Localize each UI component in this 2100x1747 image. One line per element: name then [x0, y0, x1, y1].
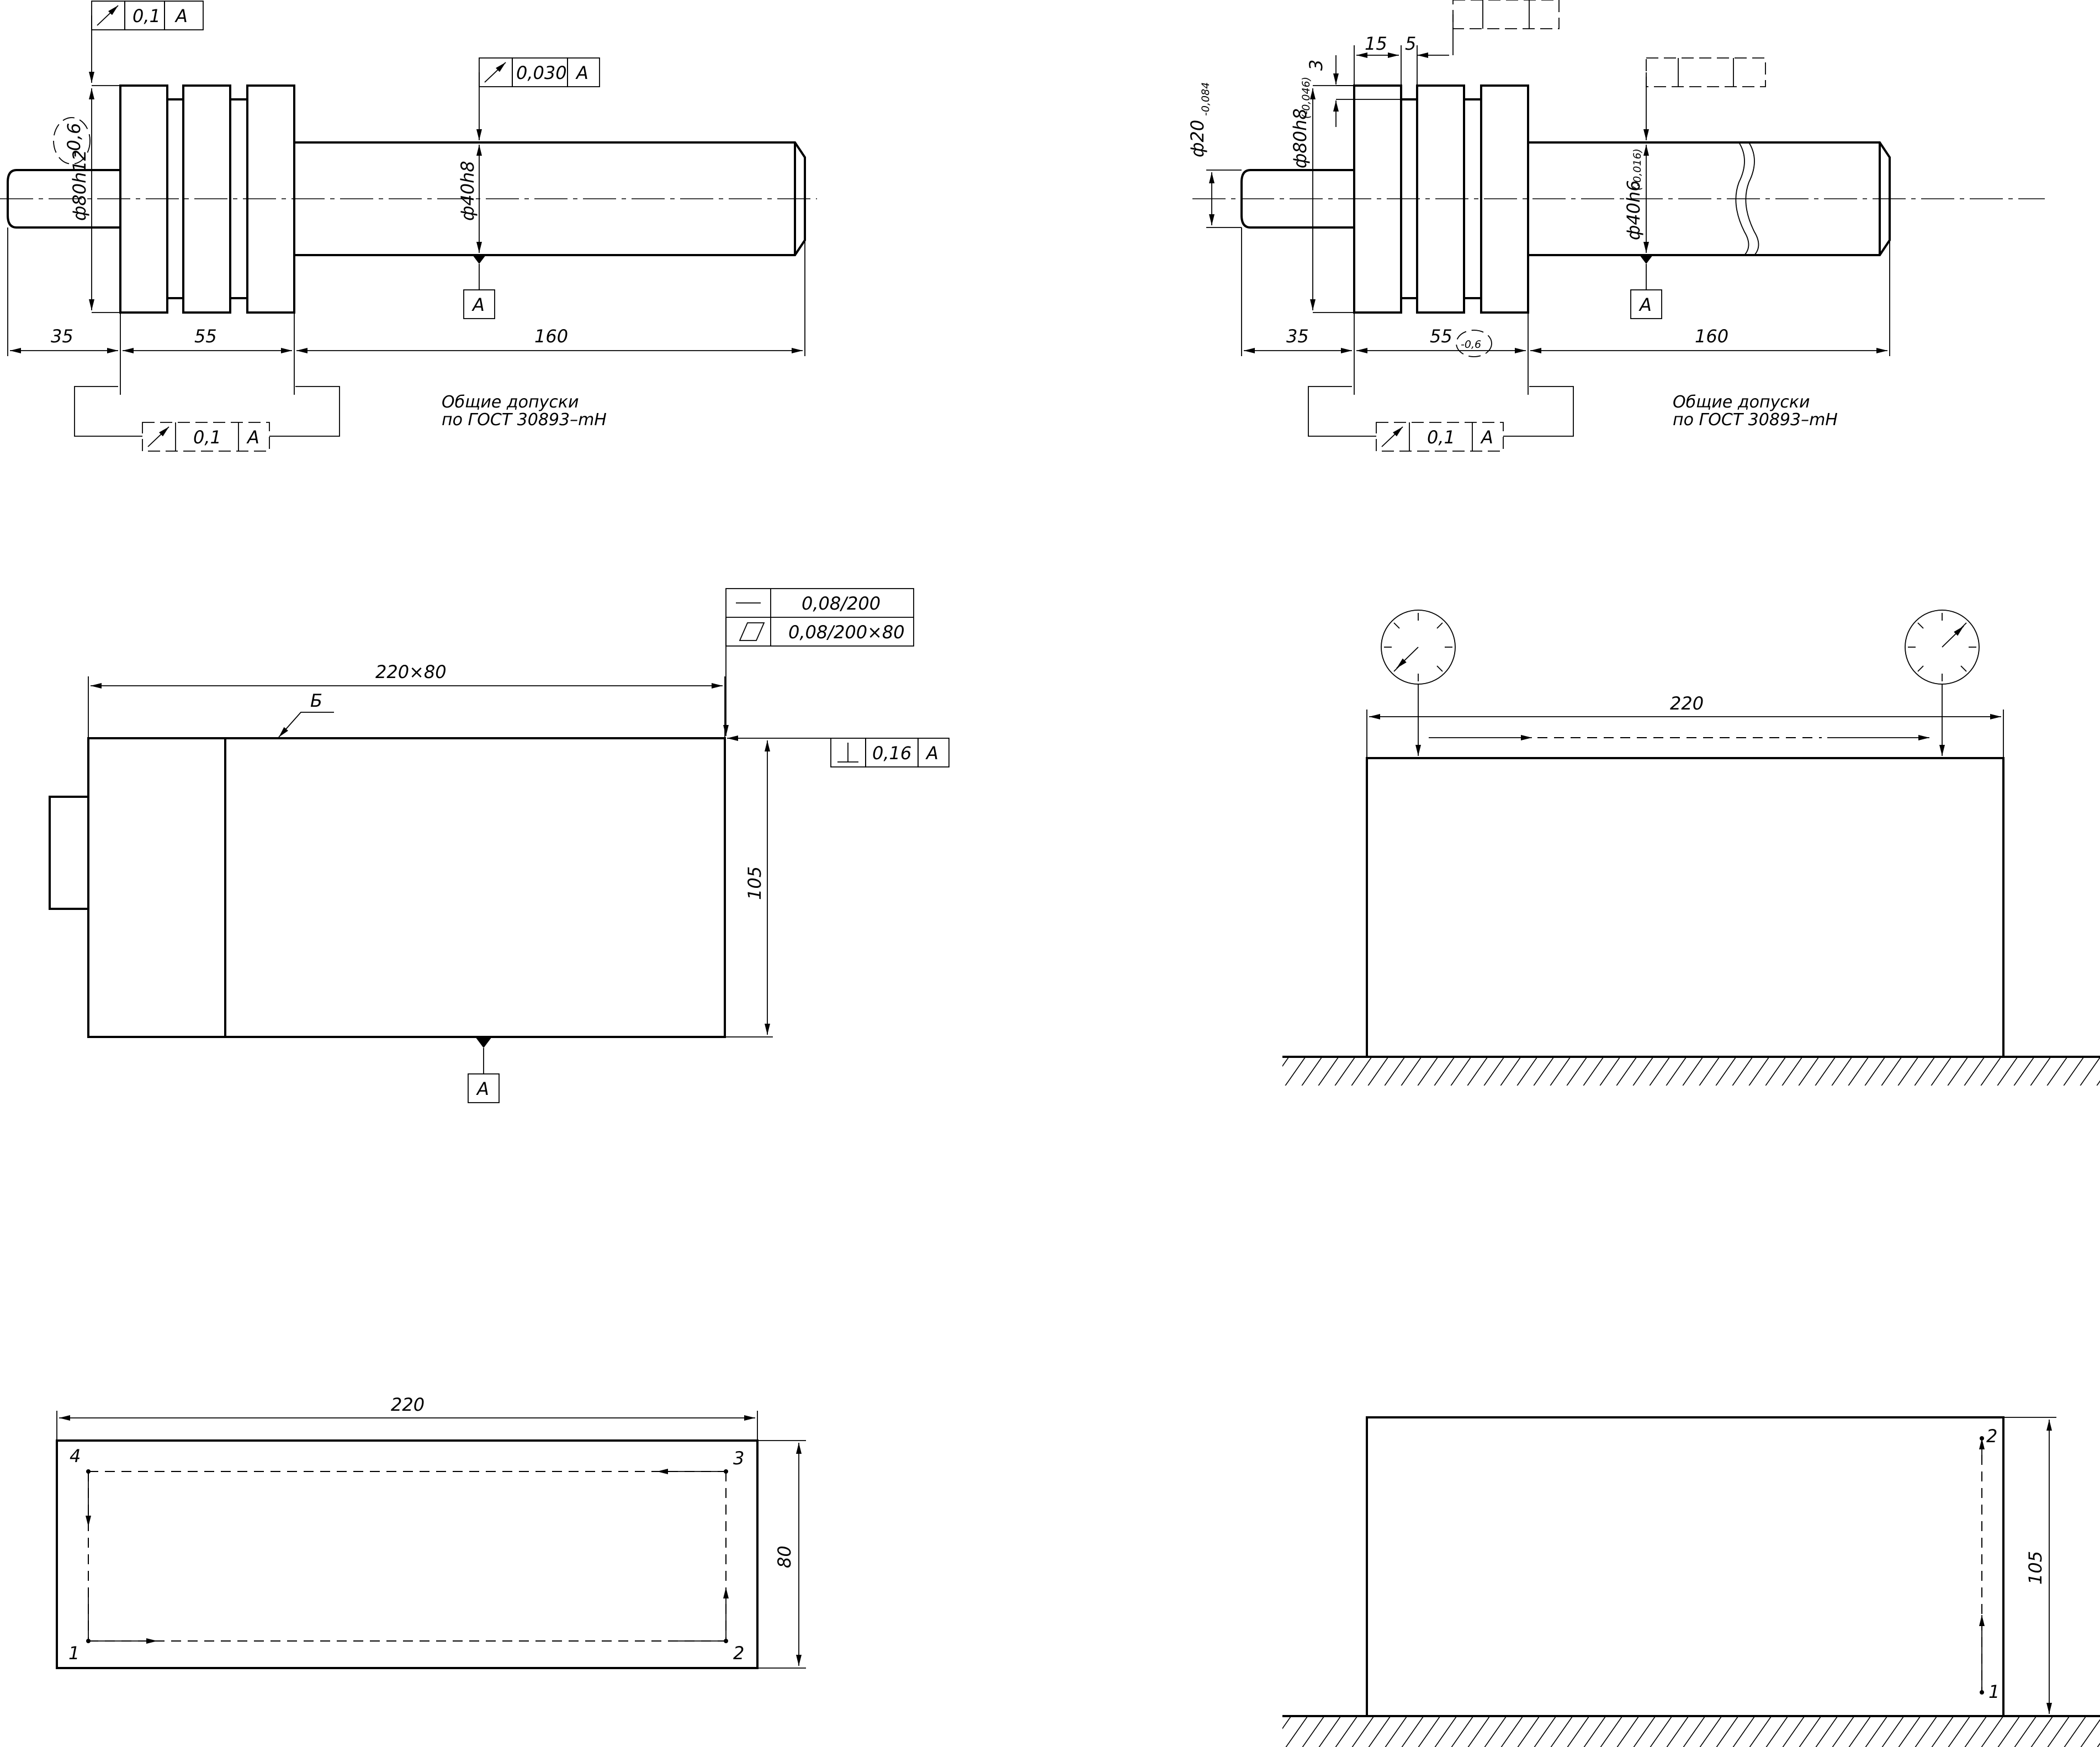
dim-width: 220×80 — [375, 661, 447, 682]
frame-mid-value: 0,030 — [516, 62, 567, 83]
frame-mid-datum: A — [575, 62, 588, 83]
frame-bot-datum: A — [246, 427, 259, 448]
dim-5: 5 — [1405, 33, 1416, 54]
datum-label: A — [476, 1078, 489, 1099]
dim-left-tolerance: -0,6 — [63, 123, 84, 157]
table-row-2-value: 0,08/200×80 — [788, 622, 905, 643]
runout-frame-top: 0,1 A — [89, 1, 204, 83]
datum-box — [1630, 289, 1662, 319]
runout-frame-bottom: 0,1 A — [74, 386, 340, 452]
dim-diameter-20: ф20 — [1187, 120, 1208, 157]
surface-plate-hatch — [1282, 1058, 2100, 1086]
empty-frame-top — [1452, 0, 1560, 55]
figure-3-block: 0,08/200 0,08/200×80 220×80 Б 0,16 A 105 — [49, 588, 950, 1103]
dim-15: 15 — [1365, 33, 1387, 54]
flange-1 — [1353, 84, 1402, 314]
dim-height: 105 — [744, 866, 765, 900]
dim-55: 55 — [1430, 326, 1452, 347]
corner-label-4: 4 — [70, 1446, 81, 1467]
flatness-symbol — [739, 622, 765, 641]
dim-55: 55 — [194, 326, 217, 347]
frame-bot-datum: A — [1480, 427, 1493, 448]
general-tolerance-note-2: по ГОСТ 30893–mH — [442, 410, 607, 430]
frame-bot-value: 0,1 — [193, 427, 221, 448]
runout-frame-bottom: 0,1 A — [1308, 386, 1574, 452]
general-tolerance-note-1: Общие допуски — [442, 393, 579, 412]
empty-frame-mid — [1643, 57, 1766, 140]
block-body — [87, 737, 726, 1038]
dim-3: 3 — [1306, 60, 1327, 71]
main-shaft — [294, 141, 806, 256]
figure-6-side-view: 105 2 1 — [1282, 1416, 2100, 1747]
datum-box — [463, 289, 495, 319]
flange-3 — [246, 84, 295, 314]
figure-2-shaft: 15 5 3 ф20 -0,084 ф80h8 (-0,046) ф40h6 (… — [1187, 0, 2045, 452]
dim-width: 220 — [391, 1394, 425, 1415]
dim-width: 220 — [1670, 693, 1704, 714]
block-side-view — [1366, 1416, 2004, 1717]
surface-label: Б — [310, 690, 322, 711]
general-tolerance-note-1: Общие допуски — [1673, 393, 1810, 412]
dim-diameter-80-tolerance: (-0,046) — [1300, 77, 1312, 119]
corner-label-3: 3 — [733, 1448, 744, 1469]
corner-label-1: 1 — [68, 1643, 79, 1664]
flange-2 — [182, 84, 231, 314]
dim-height: 105 — [2025, 1551, 2046, 1585]
figure-5-top-view: 220 80 4 3 1 2 — [56, 1394, 806, 1669]
block-top-view — [56, 1439, 759, 1669]
measurement-path — [86, 1469, 729, 1644]
flatness-tolerance-table: 0,08/200 0,08/200×80 — [723, 588, 914, 736]
block-body — [1366, 757, 2004, 1058]
perpendicularity-frame: 0,16 A — [727, 735, 950, 767]
dim-35: 35 — [1286, 326, 1309, 347]
figure-1-shaft: 0,1 A ф80h12 -0,6 0,030 A ф40h8 A — [0, 1, 817, 452]
datum-label: A — [471, 294, 485, 315]
dim-diameter-40-tolerance: (-0,016) — [1631, 149, 1643, 190]
frame-top-datum: A — [174, 6, 188, 27]
block-tab — [49, 796, 89, 910]
dial-indicator-right — [1905, 610, 1980, 756]
perp-frame-datum: A — [925, 743, 938, 764]
corner-label-2: 2 — [733, 1643, 744, 1664]
flange-1 — [119, 84, 168, 314]
flange-2 — [1416, 84, 1465, 314]
point-label-1: 1 — [1988, 1681, 2000, 1702]
datum-label: A — [1638, 294, 1652, 315]
break-line — [1735, 142, 1749, 256]
frame-top-value: 0,1 — [132, 6, 161, 27]
dim-shaft-diameter: ф40h8 — [457, 161, 478, 221]
runout-frame-mid: 0,030 A — [476, 57, 600, 140]
dim-height: 80 — [774, 1545, 795, 1568]
datum-box — [468, 1073, 500, 1103]
dim-diameter-20-tolerance: -0,084 — [1200, 82, 1212, 116]
main-shaft — [1528, 141, 1891, 256]
dim-left-diameter: ф80h12 — [69, 150, 90, 221]
perp-frame-value: 0,16 — [872, 743, 911, 764]
table-row-1-value: 0,08/200 — [802, 593, 881, 614]
flange-3 — [1480, 84, 1529, 314]
dim-160: 160 — [1695, 326, 1728, 347]
general-tolerance-note-2: по ГОСТ 30893–mH — [1673, 410, 1838, 430]
surface-plate-hatch — [1282, 1717, 2100, 1747]
point-label-2: 2 — [1986, 1426, 1997, 1447]
dim-diameter-80: ф80h8 — [1290, 108, 1311, 168]
dim-35: 35 — [51, 326, 73, 347]
dim-diameter-40: ф40h6 — [1623, 180, 1644, 240]
left-stub — [7, 169, 120, 229]
dial-indicator-left — [1381, 610, 1456, 756]
frame-bot-value: 0,1 — [1427, 427, 1455, 448]
figure-4-measurement-setup: 220 — [1282, 610, 2100, 1086]
dim-55-tolerance: -0,6 — [1461, 338, 1481, 351]
dim-160: 160 — [534, 326, 568, 347]
left-stub — [1240, 169, 1354, 229]
